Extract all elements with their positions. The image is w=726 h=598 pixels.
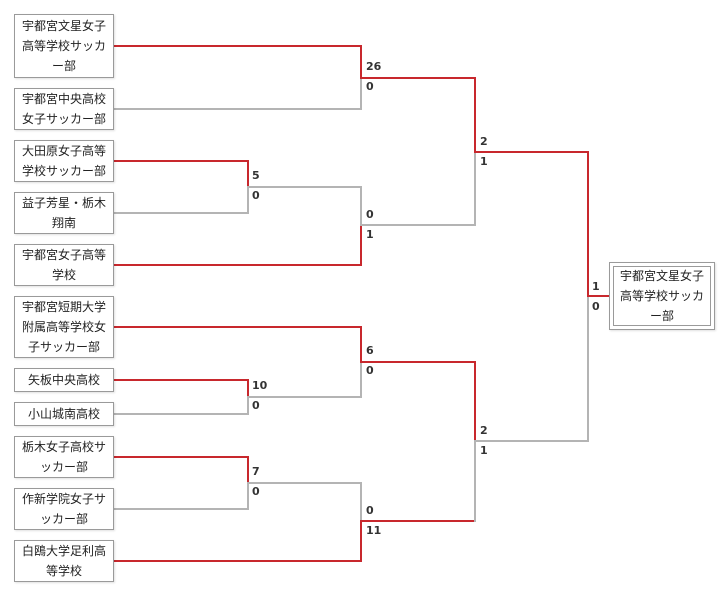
- champion-box: 宇都宮文星女子高等学校サッカー部: [609, 262, 715, 330]
- team-box: 宇都宮女子高等学校: [14, 244, 114, 286]
- team-box: 宇都宮文星女子高等学校サッカー部: [14, 14, 114, 78]
- team-box: 矢板中央高校: [14, 368, 114, 392]
- team-name: 大田原女子高等学校サッカー部: [21, 144, 106, 178]
- team-box: 宇都宮中央高校女子サッカー部: [14, 88, 114, 130]
- champion-inner: 宇都宮文星女子高等学校サッカー部: [613, 266, 711, 326]
- team-name: 白鴎大学足利高等学校: [21, 544, 106, 578]
- score-qf-2-top: 0: [366, 208, 374, 221]
- team-name: 矢板中央高校: [27, 373, 100, 387]
- score-sf-1-bottom: 1: [480, 155, 488, 168]
- score-sf-1-top: 2: [480, 135, 488, 148]
- team-name: 益子芳星・栃木翔南: [21, 196, 106, 230]
- score-qf-1-bottom: 0: [366, 80, 374, 93]
- score-qf-3-top: 6: [366, 344, 374, 357]
- team-name: 栃木女子高校サッカー部: [21, 440, 106, 474]
- score-r1-b-bottom: 0: [252, 399, 260, 412]
- team-box: 栃木女子高校サッカー部: [14, 436, 114, 478]
- team-box: 宇都宮短期大学附属高等学校女子サッカー部: [14, 296, 114, 358]
- score-qf-4-top: 0: [366, 504, 374, 517]
- score-final-top: 1: [592, 280, 600, 293]
- team-name: 宇都宮女子高等学校: [21, 248, 106, 282]
- team-name: 宇都宮文星女子高等学校サッカー部: [21, 19, 106, 73]
- team-box: 益子芳星・栃木翔南: [14, 192, 114, 234]
- score-final-bottom: 0: [592, 300, 600, 313]
- score-qf-3-bottom: 0: [366, 364, 374, 377]
- team-box: 小山城南高校: [14, 402, 114, 426]
- score-r1-c-bottom: 0: [252, 485, 260, 498]
- score-r1-c-top: 7: [252, 465, 260, 478]
- team-name: 宇都宮短期大学附属高等学校女子サッカー部: [21, 300, 106, 354]
- score-qf-1-top: 26: [366, 60, 382, 73]
- score-qf-4-bottom: 11: [366, 524, 382, 537]
- team-box: 白鴎大学足利高等学校: [14, 540, 114, 582]
- team-name: 宇都宮中央高校女子サッカー部: [21, 92, 106, 126]
- score-r1-a-top: 5: [252, 169, 260, 182]
- score-qf-2-bottom: 1: [366, 228, 374, 241]
- team-box: 作新学院女子サッカー部: [14, 488, 114, 530]
- champion-name: 宇都宮文星女子高等学校サッカー部: [619, 269, 704, 323]
- score-sf-2-top: 2: [480, 424, 488, 437]
- score-r1-b-top: 10: [252, 379, 268, 392]
- score-sf-2-bottom: 1: [480, 444, 488, 457]
- score-r1-a-bottom: 0: [252, 189, 260, 202]
- team-box: 大田原女子高等学校サッカー部: [14, 140, 114, 182]
- team-name: 小山城南高校: [27, 407, 100, 421]
- team-name: 作新学院女子サッカー部: [21, 492, 106, 526]
